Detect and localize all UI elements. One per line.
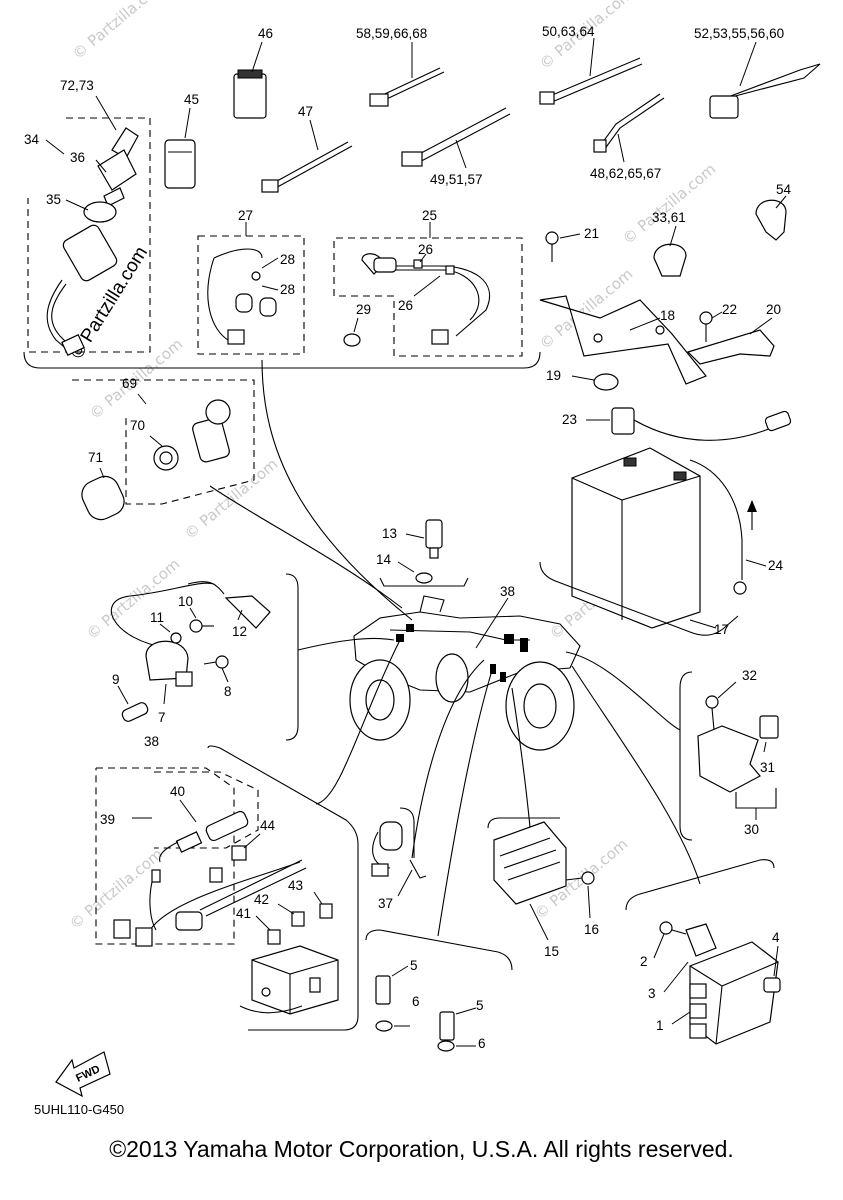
battery-group: [539, 231, 792, 636]
callout-2: 2: [640, 954, 648, 969]
callout-33-61: 33,61: [652, 210, 686, 225]
callout-44: 44: [260, 818, 276, 833]
callout-28: 28: [280, 252, 295, 267]
callout-14: 14: [376, 552, 392, 567]
callout-32: 32: [742, 668, 757, 683]
callout-3: 3: [648, 986, 656, 1001]
callout-28: 28: [280, 282, 295, 297]
main-switch-group: [23, 95, 541, 369]
callout-18: 18: [660, 308, 675, 323]
callout-37: 37: [378, 896, 393, 911]
callout-19: 19: [546, 368, 561, 383]
callout-10: 10: [178, 594, 193, 609]
callout-45: 45: [184, 92, 199, 107]
callout-34: 34: [24, 132, 40, 147]
callout-6: 6: [412, 994, 420, 1009]
callout-46: 46: [258, 26, 273, 41]
callout-71: 71: [88, 450, 103, 465]
callout-50-63-64: 50,63,64: [542, 24, 595, 39]
watermark: © Partzilla.com: [83, 555, 183, 643]
callout-6: 6: [478, 1036, 486, 1051]
callout-36: 36: [70, 150, 85, 165]
callout-54: 54: [776, 182, 792, 197]
callout-9: 9: [112, 672, 120, 687]
callout-labels: 46 58,59,66,68 50,63,64 52,53,55,56,60 7…: [24, 24, 792, 1051]
callout-27: 27: [238, 208, 253, 223]
callout-1: 1: [656, 1018, 664, 1033]
callout-48-62-65-67: 48,62,65,67: [590, 166, 661, 181]
callout-58-59-66-68: 58,59,66,68: [356, 26, 427, 41]
callout-15: 15: [544, 944, 559, 959]
callout-23: 23: [562, 412, 577, 427]
left-middle-group: [72, 359, 413, 741]
callout-29: 29: [356, 302, 371, 317]
starter-relay-group: [697, 681, 779, 820]
callout-26: 26: [398, 298, 413, 313]
callout-72-73: 72,73: [60, 78, 94, 93]
callout-38: 38: [500, 584, 515, 599]
callout-5: 5: [410, 958, 418, 973]
callout-39: 39: [100, 812, 115, 827]
callout-16: 16: [584, 922, 599, 937]
callout-43: 43: [288, 878, 303, 893]
fwd-arrow: FWD: [55, 1051, 111, 1098]
callout-25: 25: [422, 208, 437, 223]
callout-42: 42: [254, 892, 269, 907]
copyright-notice: ©2013 Yamaha Motor Corporation, U.S.A. A…: [109, 1136, 734, 1162]
callout-20: 20: [766, 302, 781, 317]
callout-41: 41: [236, 906, 251, 921]
wire-harness-group: [95, 745, 359, 1031]
callout-12: 12: [232, 624, 247, 639]
callout-13: 13: [382, 526, 397, 541]
callout-30: 30: [744, 822, 759, 837]
callout-70: 70: [130, 418, 145, 433]
callout-21: 21: [584, 226, 599, 241]
tie-parts: [164, 37, 821, 277]
callout-38: 38: [144, 734, 159, 749]
callout-40: 40: [170, 784, 185, 799]
callout-17: 17: [714, 622, 729, 637]
callout-35: 35: [46, 192, 61, 207]
callout-8: 8: [224, 684, 232, 699]
callout-52-53-55-56-60: 52,53,55,56,60: [694, 26, 784, 41]
callout-47: 47: [298, 104, 313, 119]
callout-5: 5: [476, 998, 484, 1013]
callout-24: 24: [768, 558, 784, 573]
callout-31: 31: [760, 760, 775, 775]
lower-middle-group: [365, 807, 595, 1052]
callout-69: 69: [122, 376, 137, 391]
watermark: © Partzilla.com: [69, 0, 169, 63]
callout-4: 4: [772, 930, 780, 945]
callout-11: 11: [150, 610, 164, 625]
callout-22: 22: [722, 302, 737, 317]
atv-illustration: [315, 519, 701, 937]
diagram-code: 5UHL110-G450: [34, 1102, 125, 1117]
callout-7: 7: [158, 710, 166, 725]
callout-49-51-57: 49,51,57: [430, 172, 483, 187]
cdi-group: [625, 859, 781, 1045]
callout-26: 26: [418, 242, 433, 257]
